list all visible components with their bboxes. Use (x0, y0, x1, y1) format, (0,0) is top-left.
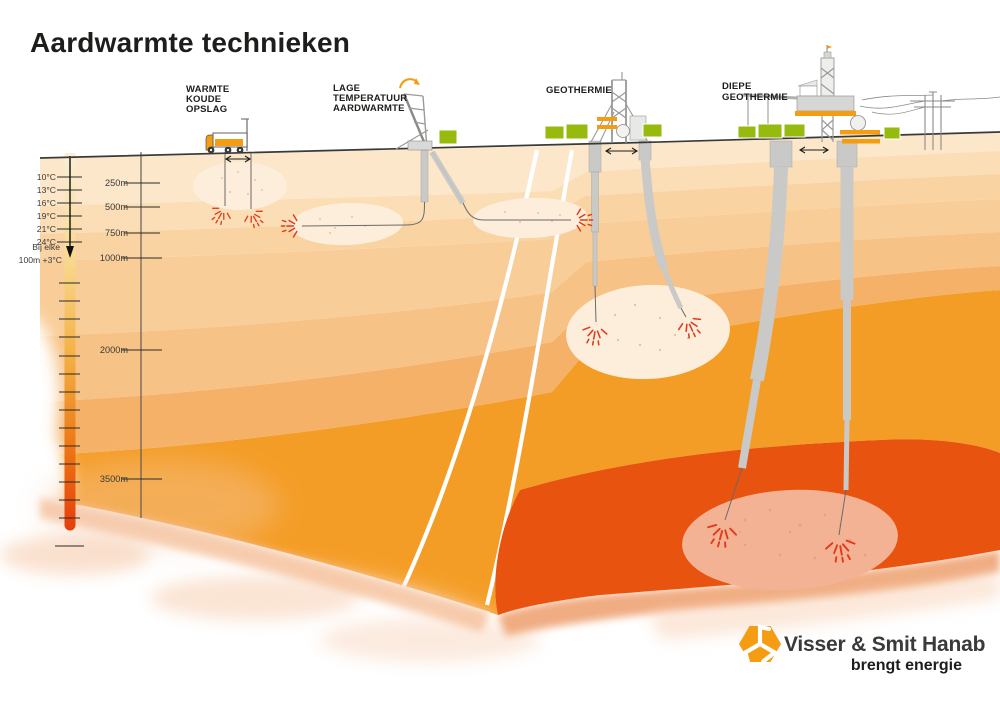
geo-flow-arrow (604, 147, 639, 155)
lta-label-line2: TEMPERATUUR (333, 93, 407, 104)
right-fringe-light (650, 572, 1000, 640)
temp-label-21: 21°C (37, 224, 56, 234)
wells (224, 140, 858, 536)
geo-greenhouses (544, 123, 663, 140)
depth-label-500: 500m (105, 202, 128, 212)
temperature-scale: 10°C 13°C 16°C 19°C 21°C 24°C Bij elke 1… (19, 153, 84, 547)
wko-label-line2: KOUDE (186, 94, 221, 105)
temp-label-10: 10°C (37, 172, 56, 182)
geo-wells (588, 140, 687, 323)
wko-blob (193, 162, 287, 210)
lta-wells (301, 149, 571, 227)
deep-reservoir-blob (682, 489, 898, 591)
temp-label-16: 16°C (37, 198, 56, 208)
lta-rig-icon (395, 78, 458, 151)
lta-greenhouse (438, 129, 458, 145)
ground-surface-line (39, 131, 1000, 159)
depth-scale: 250m 500m 750m 1000m 2000m 3500m (100, 152, 162, 518)
page-title: Aardwarmte technieken (30, 27, 350, 58)
temp-label-24: 24°C (37, 237, 56, 247)
shallow-blobs (193, 162, 730, 380)
wko-label-line3: OPSLAG (186, 104, 227, 115)
technique-labels: WARMTE KOUDE OPSLAG LAGE TEMPERATUUR AAR… (186, 81, 788, 115)
company-logo: Visser & Smit Hanab brengt energie (739, 624, 985, 674)
diep-label-line2: GEOTHERMIE (722, 92, 788, 103)
wko-label-line1: WARMTE (186, 84, 229, 95)
layer-6 (40, 266, 1000, 455)
wko-flow-arrow (224, 155, 252, 163)
wko-label: WARMTE KOUDE OPSLAG (186, 84, 229, 115)
diep-greenhouses (737, 123, 901, 140)
layer-4 (40, 199, 1000, 336)
depth-label-250: 250m (105, 178, 128, 188)
gradient-arrow-icon (66, 156, 74, 258)
lta-blob-right (473, 197, 587, 239)
company-name: Visser & Smit Hanab (784, 633, 985, 656)
depth-label-3500: 3500m (100, 474, 128, 484)
geo-label: GEOTHERMIE (546, 85, 612, 96)
wko-truck-icon (205, 118, 249, 154)
depth-label-2000: 2000m (100, 345, 128, 355)
depth-ticks (122, 182, 162, 480)
depth-label-1000: 1000m (100, 253, 128, 263)
geo-blob (566, 284, 730, 380)
fringes (0, 460, 540, 662)
lta-label-line3: AARDWARMTE (333, 103, 405, 114)
layer-5 (40, 232, 1000, 402)
diep-rig-icon (737, 45, 901, 144)
company-tagline: brengt energie (851, 657, 962, 674)
thermometer-ticks (55, 176, 84, 547)
depth-label-750: 750m (105, 228, 128, 238)
wko-wells (224, 152, 252, 209)
temp-note-line1: Bij elke (32, 242, 60, 252)
diep-wells (724, 140, 858, 536)
hot-layer-group (495, 439, 1000, 640)
lta-blob-left (291, 202, 403, 246)
diep-flow-arrow (798, 146, 830, 154)
temp-label-13: 13°C (37, 185, 56, 195)
temp-note-line2: 100m +3°C (19, 255, 62, 265)
right-fringe (498, 550, 1000, 636)
diep-label-line1: DIEPE (722, 81, 752, 92)
logo-mark-icon (739, 624, 781, 664)
power-pylon-icon (859, 91, 1000, 150)
lta-label: LAGE TEMPERATUUR AARDWARMTE (333, 83, 407, 114)
geo-rig-icon (544, 72, 663, 143)
lta-label-line1: LAGE (333, 83, 360, 94)
temp-label-19: 19°C (37, 211, 56, 221)
shallow-blob-speckles (221, 171, 690, 352)
diep-label: DIEPE GEOTHERMIE (722, 81, 788, 103)
layer-2 (40, 151, 1000, 234)
